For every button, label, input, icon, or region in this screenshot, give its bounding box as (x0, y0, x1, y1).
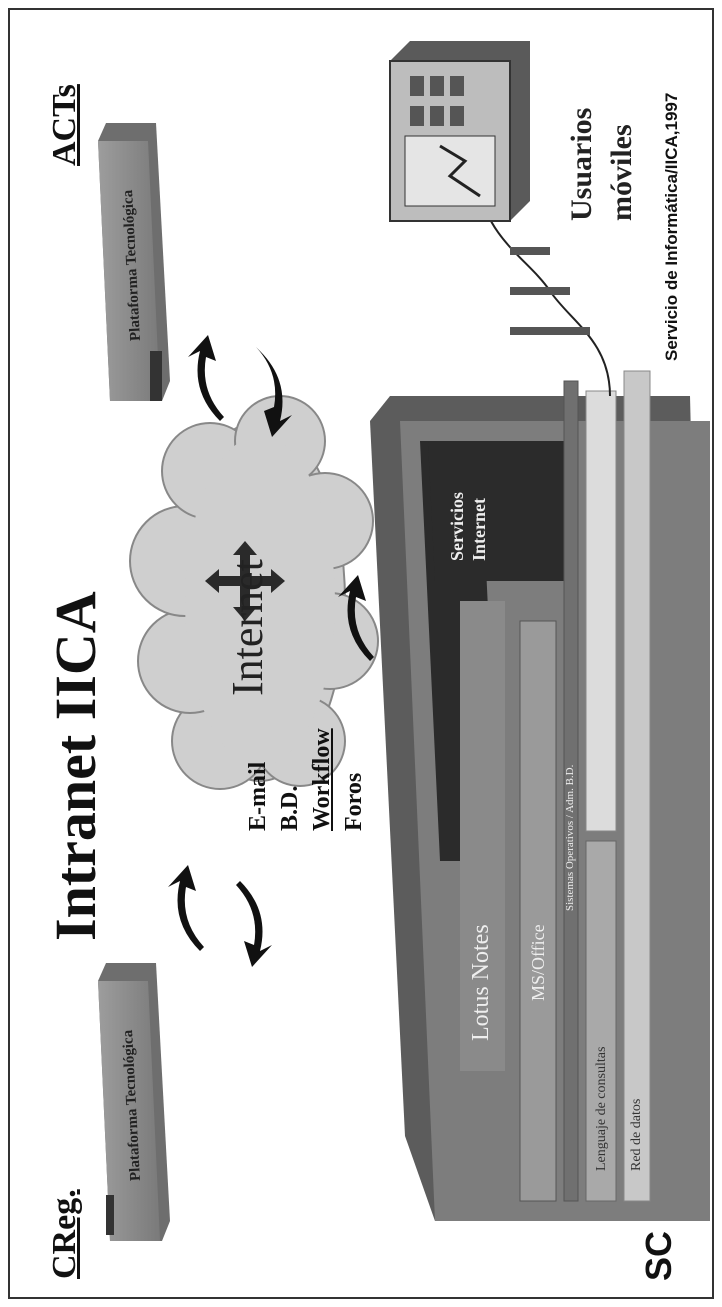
creg-platform (98, 963, 170, 1241)
page-title: Intranet IICA (43, 591, 108, 941)
creg-label: CReg. (46, 1189, 83, 1279)
acts-label: ACTs (46, 84, 83, 166)
computer-icon (389, 41, 530, 222)
slide-canvas: Intranet IICA CReg. ACTs Plataforma Tecn… (10, 10, 716, 1301)
sc-building (370, 370, 710, 1221)
credit-text: Servicio de Informática/IICA,1997 (662, 92, 681, 361)
sistemas-label: Sistemas Operativos / Adm. B.D. (564, 764, 576, 911)
antenna-poles (510, 247, 590, 335)
msoffice-label: MS/Office (528, 924, 548, 1001)
bidirectional-arrow-icon (188, 335, 292, 437)
sc-label: SC (638, 1230, 679, 1281)
service-bd: B.D. (277, 785, 303, 831)
mobile-users-line2: móviles (605, 124, 638, 221)
mobile-users-label: Usuarios móviles (562, 108, 642, 221)
acts-platform (98, 123, 170, 401)
cloud-icon (129, 395, 379, 790)
services-list: E-mail B.D. Workflow Foros (242, 728, 370, 831)
service-email: E-mail (245, 761, 271, 831)
bidirectional-arrow-icon (168, 865, 272, 967)
lotus-notes-label: Lotus Notes (468, 924, 494, 1041)
lenguaje-label: Lenguaje de consultas (594, 1046, 609, 1171)
service-foros: Foros (341, 772, 367, 831)
diagram-graphics (98, 41, 710, 1241)
internet-label: Internet (223, 559, 272, 696)
slide-frame: Intranet IICA CReg. ACTs Plataforma Tecn… (8, 8, 714, 1299)
mobile-users-line1: Usuarios (565, 107, 598, 221)
red-label: Red de datos (629, 1098, 644, 1171)
cross-arrows-icon (205, 541, 285, 621)
servicios-internet-label: Servicios Internet (447, 492, 489, 561)
service-workflow: Workflow (309, 728, 335, 831)
